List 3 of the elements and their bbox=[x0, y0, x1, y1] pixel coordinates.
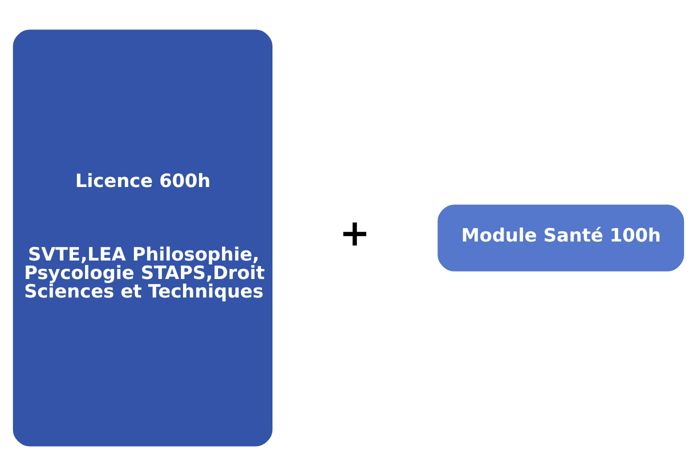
node-box: Module Santé 100h bbox=[438, 204, 684, 271]
label: + bbox=[339, 211, 370, 254]
node-box: Licence 600h SVTE,LEA Philosophie, Psycologie STAPS,Droit Sciences et Techniques bbox=[12, 29, 272, 446]
